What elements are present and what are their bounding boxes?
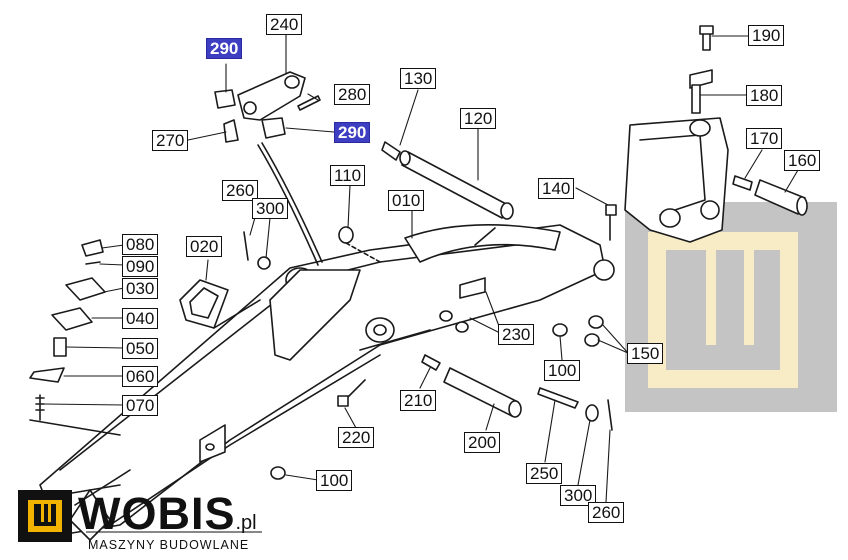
label-100-bottom: 100 (316, 470, 353, 491)
label-060: 060 (122, 366, 159, 387)
nut-110 (338, 226, 381, 263)
label-030: 030 (122, 278, 159, 299)
brand-tld: .pl (235, 512, 257, 534)
label-050: 050 (122, 338, 159, 359)
label-290-top: 290 (206, 38, 243, 59)
label-070: 070 (122, 395, 159, 416)
label-240: 240 (266, 14, 303, 35)
label-300-lower: 300 (560, 485, 597, 506)
label-140: 140 (538, 178, 575, 199)
label-280: 280 (334, 84, 371, 105)
pin-200 (337, 354, 522, 418)
boom-arm-010 (39, 224, 615, 541)
label-180: 180 (746, 85, 783, 106)
label-100-right: 100 (544, 360, 581, 381)
pin-260-upper (243, 231, 271, 270)
watermark-logo (625, 202, 837, 412)
pin-250 (537, 387, 613, 431)
link-240 (214, 71, 321, 143)
label-260-upper: 260 (222, 180, 259, 201)
rod (257, 142, 323, 266)
label-120: 120 (460, 108, 497, 129)
label-300-upper: 300 (252, 198, 289, 219)
pin-160 (732, 175, 808, 216)
label-230: 230 (498, 324, 535, 345)
label-010: 010 (388, 190, 425, 211)
label-160: 160 (784, 150, 821, 171)
label-260-lower: 260 (588, 502, 625, 523)
label-270: 270 (152, 130, 189, 151)
label-130: 130 (400, 68, 437, 89)
label-170: 170 (746, 128, 783, 149)
bolt-140 (605, 204, 617, 241)
label-290-bottom: 290 (334, 122, 371, 143)
pin-120 (381, 141, 514, 220)
label-190: 190 (748, 25, 785, 46)
leader-lines (43, 29, 799, 503)
swing-bracket (624, 25, 729, 243)
label-210: 210 (400, 390, 437, 411)
brand-tagline: MASZYNY BUDOWLANE (88, 538, 250, 552)
small-hardware (270, 310, 604, 480)
label-080: 080 (122, 234, 159, 255)
label-220: 220 (338, 427, 375, 448)
wobis-logo-mark (18, 490, 72, 542)
label-250: 250 (526, 463, 563, 484)
small-parts-stack (29, 239, 121, 436)
brand-wordmark: WOBIS (78, 488, 236, 539)
brand-name: WOBIS.pl (78, 488, 257, 540)
label-200: 200 (464, 432, 501, 453)
label-090: 090 (122, 256, 159, 277)
label-020: 020 (186, 236, 223, 257)
label-150: 150 (627, 343, 664, 364)
label-040: 040 (122, 308, 159, 329)
label-110: 110 (330, 165, 366, 186)
pad-020 (179, 279, 261, 329)
